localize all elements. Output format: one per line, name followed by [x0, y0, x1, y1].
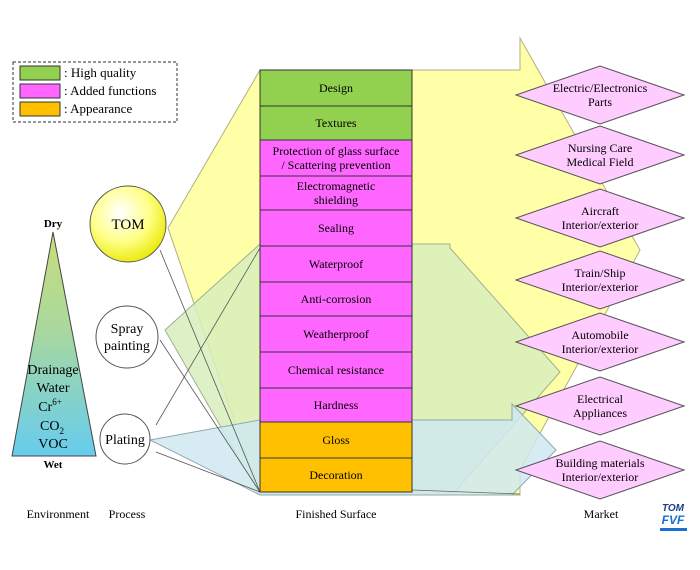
market-diamond-3	[514, 250, 686, 310]
surface-cell-6	[259, 281, 413, 317]
surface-label-3-0: Electromagnetic	[297, 179, 376, 193]
legend-swatch-2	[19, 101, 61, 117]
base-line	[411, 489, 521, 495]
legend-swatch-0	[19, 65, 61, 81]
market-diamond-5	[514, 376, 686, 436]
legend-label-2: : Appearance	[64, 101, 132, 116]
spray-line-bottom	[159, 339, 261, 493]
environment-factor-voc: VOC	[38, 437, 68, 452]
surface-cell-10	[259, 421, 413, 459]
market-diamond-0	[514, 65, 686, 125]
surface-label-9-0: Hardness	[314, 398, 359, 412]
logo-underline	[660, 528, 687, 531]
market-label-1-1: Medical Field	[567, 155, 634, 169]
cr-sup: 6+	[52, 397, 62, 407]
surface-label-8-0: Chemical resistance	[288, 363, 384, 377]
tom-fvf-logo: TOM FVF	[660, 503, 687, 531]
market-label-6-0: Building materials	[556, 456, 645, 470]
surface-label-7-0: Weatherproof	[303, 327, 369, 341]
process-tom-label: TOM	[111, 217, 144, 233]
environment-triangle	[11, 231, 97, 457]
surface-label-6-0: Anti-corrosion	[301, 292, 372, 306]
logo-line-1: TOM	[662, 503, 685, 514]
market-label-0-0: Electric/Electronics	[553, 81, 648, 95]
legend-label-1: : Added functions	[64, 83, 156, 98]
environment-factor-co2: CO2	[40, 419, 64, 436]
market-label-4-1: Interior/exterior	[562, 342, 639, 356]
market-label-2-1: Interior/exterior	[562, 218, 639, 232]
surface-label-3-1: shielding	[314, 193, 358, 207]
processes: TOM Spray painting Plating	[89, 185, 167, 465]
environment-dry-label: Dry	[44, 218, 63, 230]
plating-line-bottom	[155, 451, 261, 493]
logo-line-2: FVF	[662, 513, 685, 527]
market-label-5-0: Electrical	[577, 392, 624, 406]
surface-cell-7	[259, 315, 413, 353]
market-label-5-1: Appliances	[573, 406, 627, 420]
process-spray-circle	[95, 305, 159, 369]
surface-cell-11	[259, 457, 413, 493]
surface-label-2-0: Protection of glass surface	[273, 144, 400, 158]
co2-base: CO	[40, 419, 59, 434]
surface-cell-5	[259, 245, 413, 283]
legend-swatch-1	[19, 83, 61, 99]
surface-cell-2	[259, 139, 413, 177]
surface-label-11-0: Decoration	[309, 468, 362, 482]
surface-label-10-0: Gloss	[322, 433, 350, 447]
tom-line-bottom	[159, 249, 261, 493]
environment-wet-label: Wet	[44, 459, 63, 471]
market-diamond-2	[514, 188, 686, 248]
plating-line-top	[155, 247, 261, 426]
market-label-1-0: Nursing Care	[568, 141, 632, 155]
surface-cell-8	[259, 351, 413, 389]
market-label-2-0: Aircraft	[581, 204, 620, 218]
surface-label-5-0: Waterproof	[309, 257, 363, 271]
surface-cell-1	[259, 105, 413, 141]
market-label-4-0: Automobile	[571, 328, 628, 342]
market-diamond-6	[514, 440, 686, 500]
market-diamond-1	[514, 125, 686, 185]
environment-factor-water: Water	[36, 381, 69, 396]
process-plating-label: Plating	[105, 433, 145, 448]
environment-scale: Dry Wet Drainage Water Cr6+ CO2 VOC	[11, 218, 97, 471]
surface-label-2-1: / Scattering prevention	[281, 158, 390, 172]
column-labels: Environment Process Finished Surface Mar…	[27, 507, 619, 521]
market-diamond-4	[514, 312, 686, 372]
legend-label-0: : High quality	[64, 65, 137, 80]
market-label-3-0: Train/Ship	[575, 266, 626, 280]
co2-sub: 2	[59, 426, 64, 436]
process-spray-label-2: painting	[104, 339, 150, 354]
surface-label-0-0: Design	[319, 81, 353, 95]
column-label-market: Market	[584, 507, 619, 521]
surface-label-1-0: Textures	[315, 116, 356, 130]
market-label-0-1: Parts	[588, 95, 612, 109]
cr-base: Cr	[38, 400, 52, 415]
process-spray-label-1: Spray	[111, 322, 144, 337]
market-label-6-1: Interior/exterior	[562, 470, 639, 484]
column-label-environment: Environment	[27, 507, 90, 521]
surface-cell-0	[259, 69, 413, 107]
process-plating-circle	[99, 413, 151, 465]
environment-factor-drainage: Drainage	[27, 363, 78, 378]
column-label-process: Process	[109, 507, 146, 521]
environment-factor-cr: Cr6+	[38, 397, 62, 415]
surface-cell-9	[259, 387, 413, 423]
legend: : High quality : Added functions : Appeara…	[12, 61, 178, 123]
market-label-3-1: Interior/exterior	[562, 280, 639, 294]
surface-label-4-0: Sealing	[318, 221, 354, 235]
process-tom-circle	[89, 185, 167, 263]
surface-cell-3	[259, 175, 413, 211]
column-label-surface: Finished Surface	[296, 507, 377, 521]
